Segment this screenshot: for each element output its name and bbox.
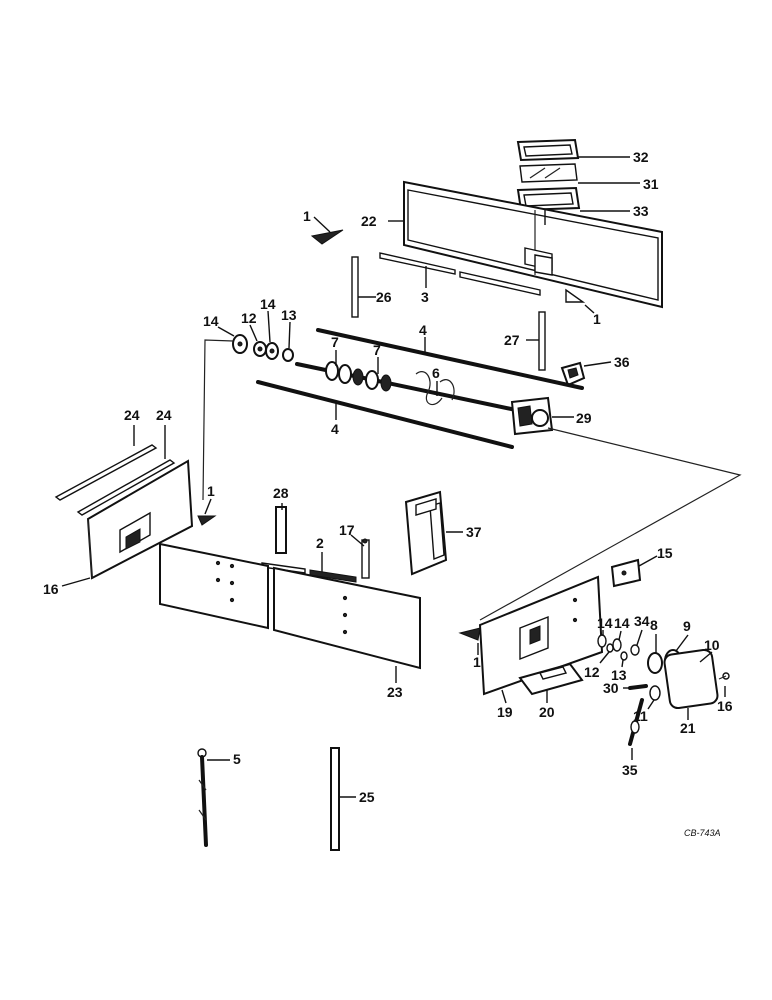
side-panel-part-19 (478, 575, 604, 696)
callout-1-door-wedge: 1 (207, 483, 215, 499)
callout-1-side-wedge: 1 (473, 654, 481, 670)
window-frame-part-32 (516, 138, 580, 162)
rod-part-26 (351, 256, 359, 318)
nut-part-12-right (606, 643, 614, 653)
callout-31: 31 (643, 176, 659, 192)
callout-35: 35 (622, 762, 638, 778)
callout-20: 20 (539, 704, 555, 720)
callout-16-left: 16 (43, 581, 59, 597)
callout-33: 33 (633, 203, 649, 219)
callout-34: 34 (634, 613, 650, 629)
clip-part-11 (649, 685, 661, 701)
strip-part-24-left (54, 444, 176, 516)
callout-4-lower: 4 (331, 421, 339, 437)
callout-2: 2 (316, 535, 324, 551)
rod-part-4-upper (316, 328, 584, 390)
callout-11: 11 (633, 708, 648, 724)
callout-7-left: 7 (331, 334, 339, 350)
post-part-28 (275, 506, 287, 554)
handle-part-35 (628, 698, 644, 746)
callout-19: 19 (497, 704, 513, 720)
auger-shaft-part-6 (295, 361, 518, 412)
callout-1-left-wedge: 1 (303, 208, 311, 224)
callout-25: 25 (359, 789, 375, 805)
callout-27: 27 (504, 332, 520, 348)
fastener-part-1-door (197, 515, 217, 526)
callout-29: 29 (576, 410, 592, 426)
callout-12-top: 12 (241, 310, 257, 326)
nut-part-13-top (282, 348, 294, 362)
fastener-part-1-rear (565, 288, 586, 303)
callout-32: 32 (633, 149, 649, 165)
callout-37: 37 (466, 524, 482, 540)
washer-part-14-right-b (612, 638, 622, 652)
callout-24-right: 24 (156, 407, 172, 423)
callout-30: 30 (603, 680, 619, 696)
callout-6: 6 (432, 365, 440, 381)
access-door-part-21 (663, 648, 719, 710)
knob-part-8 (647, 652, 663, 674)
bearing-housing-part-29 (510, 396, 554, 436)
rear-panel-part-22 (403, 180, 663, 309)
washer-part-14-top-left (232, 334, 248, 354)
callout-3: 3 (421, 289, 429, 305)
bolt-part-30 (628, 684, 648, 690)
window-glass-part-31 (519, 163, 578, 183)
callout-7-right: 7 (373, 342, 381, 358)
callout-21: 21 (680, 720, 696, 736)
rod-part-4-lower (256, 380, 514, 449)
callout-13-top: 13 (281, 307, 297, 323)
front-panel-part-23 (159, 542, 421, 670)
callout-14-right-a: 14 (597, 615, 613, 631)
callout-12-right: 12 (584, 664, 600, 680)
cover-part-37 (404, 490, 448, 576)
callout-14-right-b: 14 (614, 615, 630, 631)
callout-14-top-right: 14 (260, 296, 276, 312)
callout-36: 36 (614, 354, 630, 370)
callout-4-upper: 4 (419, 322, 427, 338)
washer-part-14-top-right (265, 342, 279, 360)
callout-17: 17 (339, 522, 355, 538)
callout-5: 5 (233, 751, 241, 767)
callout-26: 26 (376, 289, 392, 305)
callout-9: 9 (683, 618, 691, 634)
callout-16-right: 16 (717, 698, 733, 714)
fastener-part-1-left (310, 229, 344, 245)
side-door-part-16 (86, 459, 194, 580)
callout-24-left: 24 (124, 407, 140, 423)
callout-14-top-left: 14 (203, 313, 219, 329)
callout-13-right: 13 (611, 667, 627, 683)
rod-part-25 (330, 747, 340, 851)
callout-15: 15 (657, 545, 673, 561)
rod-part-27 (538, 311, 546, 371)
pin-part-17 (361, 538, 370, 579)
window-frame-part-33 (516, 186, 581, 212)
callout-10: 10 (704, 637, 720, 653)
fastener-part-1-side (458, 627, 481, 641)
nut-part-12-top (253, 341, 267, 357)
plate-part-20 (518, 662, 584, 696)
bracket-part-36 (560, 361, 586, 387)
rod-part-5 (197, 748, 208, 847)
strip-part-3 (379, 252, 541, 296)
callout-8: 8 (650, 617, 658, 633)
washer-part-14-right-a (597, 634, 607, 648)
drawing-code: CB-743A (684, 828, 721, 838)
clip-part-16-right (718, 672, 730, 680)
plate-part-15 (610, 558, 642, 588)
callout-23: 23 (387, 684, 403, 700)
callout-22: 22 (361, 213, 377, 229)
nut-part-34 (630, 644, 640, 656)
callout-28: 28 (273, 485, 289, 501)
nut-part-13-right (620, 651, 628, 661)
callout-1-rear-wedge: 1 (593, 311, 601, 327)
